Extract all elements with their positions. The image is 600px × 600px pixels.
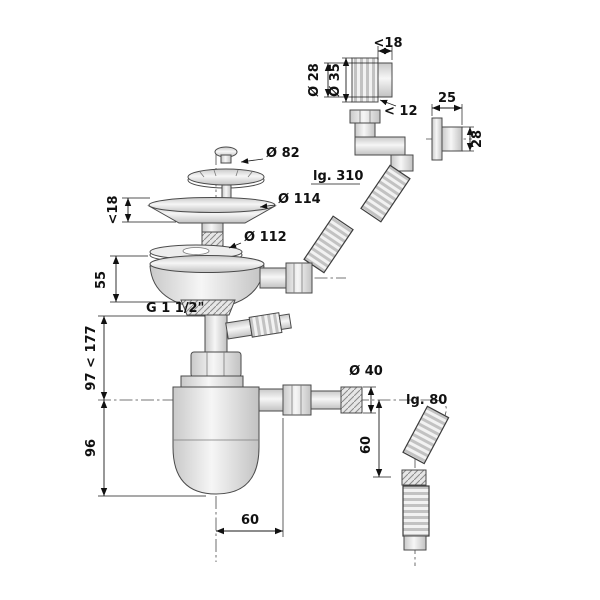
elbow-fitting (349, 109, 414, 172)
dishwasher-nozzle (225, 312, 292, 340)
dim-o35: Ø 35 (328, 57, 352, 103)
strainer-plug (187, 146, 265, 205)
dim-label-55: 55 (94, 271, 109, 289)
dim-label-25: 25 (438, 91, 456, 106)
strainer-flange (147, 197, 277, 248)
dim-97-177: 97 < 177 (84, 315, 205, 400)
dim-o40: Ø 40 (349, 364, 383, 414)
dim-o114: Ø 114 (259, 192, 321, 209)
dim-label-o40: Ø 40 (349, 364, 383, 379)
strainer-body (149, 255, 313, 316)
trap-bottle (172, 375, 260, 495)
dim-label-o35: Ø 35 (328, 63, 343, 97)
dim-label-lg310: lg. 310 (313, 169, 363, 184)
dim-label-g-thread: G 1 1/2" (146, 301, 204, 316)
dim-lg80: lg. 80 (406, 393, 447, 408)
trap-outlet (258, 384, 363, 416)
dim-96: 96 (84, 400, 206, 497)
hose-segment-lower (303, 215, 354, 274)
vertical-hose (401, 469, 430, 551)
dim-label-lt12: < 12 (384, 104, 418, 119)
dim-25: 25 (431, 91, 463, 125)
dim-label-o114: Ø 114 (278, 192, 321, 207)
dim-lt12: < 12 (379, 99, 418, 119)
dim-60-bottom: 60 (216, 418, 284, 537)
dim-lt18-left: <18 (106, 196, 176, 225)
dim-label-o112: Ø 112 (244, 230, 287, 245)
dim-label-lt18-left: <18 (106, 196, 121, 225)
dim-label-o28: Ø 28 (307, 63, 322, 97)
dim-label-lt18-top: <18 (374, 36, 403, 51)
dim-lg310: lg. 310 (311, 169, 363, 185)
trap-nut (190, 351, 242, 378)
hose-segment-lg80 (402, 405, 450, 465)
dim-label-lg80: lg. 80 (406, 393, 447, 408)
dim-label-60-bottom: 60 (241, 513, 259, 528)
hose-end-fitting (351, 57, 393, 103)
dim-28: 28 (462, 126, 485, 152)
tailpipe (204, 314, 228, 354)
dim-o28: Ø 28 (307, 62, 378, 98)
dim-60-right: 60 (359, 400, 391, 478)
detail-part (431, 117, 463, 161)
dim-label-96: 96 (84, 439, 99, 457)
dim-g-thread: G 1 1/2" (146, 301, 204, 316)
dim-label-o82: Ø 82 (266, 146, 300, 161)
dim-o82: Ø 82 (240, 146, 300, 164)
dim-label-28: 28 (470, 130, 485, 148)
hose-segment-upper (360, 164, 411, 223)
dim-o112: Ø 112 (228, 230, 287, 249)
dim-lt18-top: <18 (374, 36, 403, 60)
dim-label-97-177: 97 < 177 (84, 325, 99, 390)
dim-label-60-right: 60 (359, 436, 374, 454)
dim-55: 55 (94, 255, 180, 303)
